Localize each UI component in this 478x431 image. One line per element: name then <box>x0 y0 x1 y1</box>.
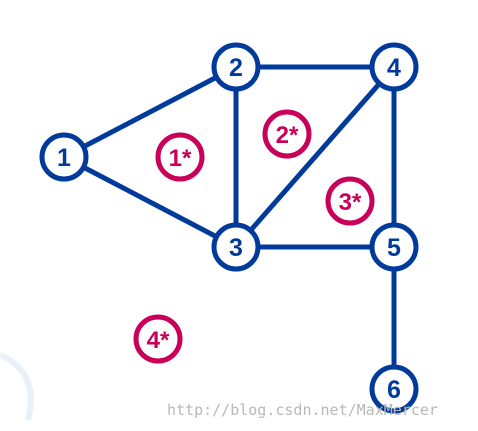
background-arc-decoration <box>0 352 34 421</box>
face-label: 3* <box>339 189 362 216</box>
vertex-circle <box>369 222 419 272</box>
face-f3: 3* <box>325 176 375 226</box>
vertex-layer: 1 2 3 4 5 6 <box>39 42 419 414</box>
face-f1: 1* <box>155 132 205 182</box>
face-circle <box>262 109 312 159</box>
face-f2: 2* <box>262 109 312 159</box>
edge-v1-v2 <box>62 64 238 160</box>
edge-v1-v3 <box>62 154 238 250</box>
vertex-label: 3 <box>229 234 243 262</box>
face-label: 1* <box>169 145 192 172</box>
vertex-circle <box>211 222 261 272</box>
face-circle <box>133 314 183 364</box>
edge-layer <box>62 64 397 389</box>
watermark-text: http://blog.csdn.net/MaxMercer <box>167 401 438 419</box>
vertex-label: 1 <box>57 144 71 172</box>
face-f4: 4* <box>133 314 183 364</box>
vertex-6: 6 <box>369 364 419 414</box>
vertex-label: 4 <box>387 54 401 82</box>
face-circle <box>155 132 205 182</box>
face-layer: 1* 2* 3* 4* <box>133 109 375 364</box>
vertex-3: 3 <box>211 222 261 272</box>
vertex-label: 2 <box>229 54 243 82</box>
vertex-circle <box>211 42 261 92</box>
vertex-circle <box>369 364 419 414</box>
vertex-5: 5 <box>369 222 419 272</box>
vertex-1: 1 <box>39 132 89 182</box>
vertex-4: 4 <box>369 42 419 92</box>
face-circle <box>325 176 375 226</box>
face-label: 2* <box>276 122 299 149</box>
face-label: 4* <box>147 327 170 354</box>
vertex-circle <box>39 132 89 182</box>
edge-v3-v4 <box>234 65 396 249</box>
vertex-label: 5 <box>387 234 401 262</box>
vertex-label: 6 <box>387 376 401 404</box>
vertex-2: 2 <box>211 42 261 92</box>
vertex-circle <box>369 42 419 92</box>
